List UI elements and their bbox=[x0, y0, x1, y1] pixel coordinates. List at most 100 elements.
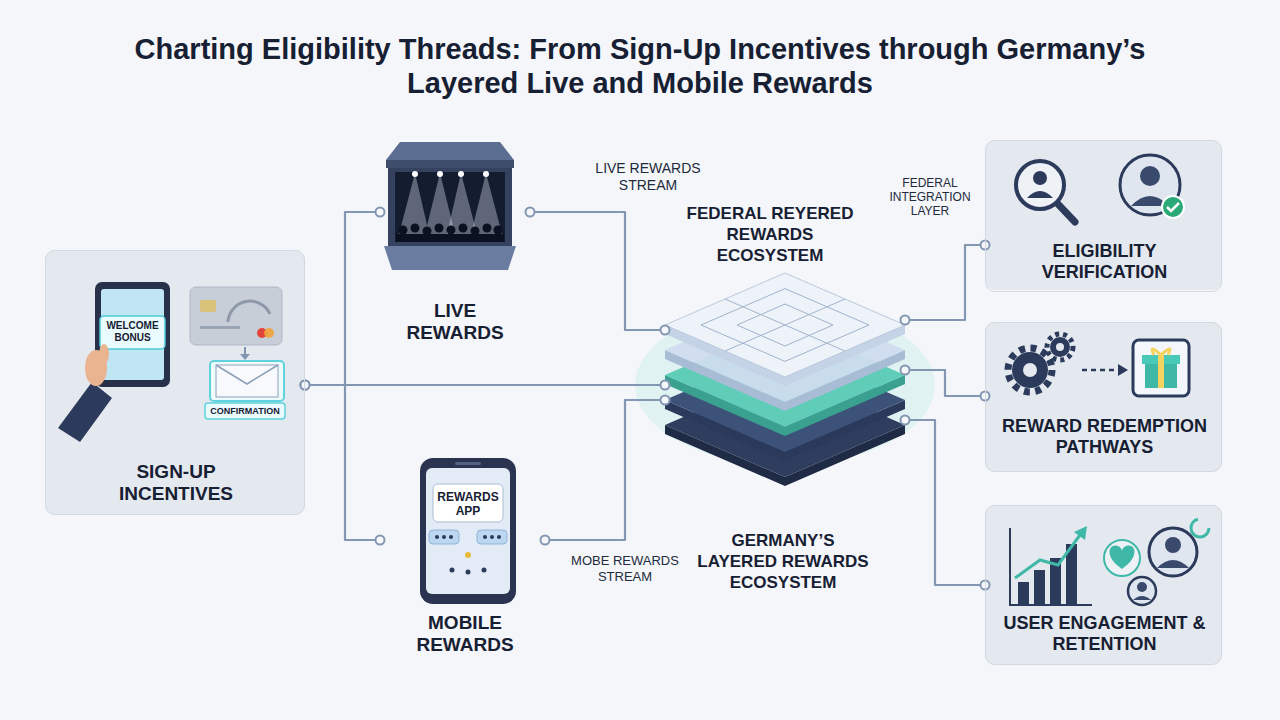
envelope bbox=[216, 365, 278, 397]
connector bbox=[530, 212, 665, 330]
connector-dot bbox=[901, 316, 910, 325]
chart-axis bbox=[1010, 528, 1092, 605]
chat-bubble bbox=[429, 530, 459, 544]
redemption-box: REWARD REDEMPTION PATHWAYS bbox=[985, 322, 1222, 472]
chart-bar bbox=[1018, 582, 1029, 605]
label-wrap: WELCOME BONUS bbox=[100, 320, 165, 344]
magnifier bbox=[1016, 161, 1064, 209]
sleeve bbox=[58, 382, 112, 442]
envelope-flap bbox=[216, 365, 278, 384]
user-badge bbox=[1128, 577, 1156, 605]
crowd-head bbox=[399, 226, 408, 235]
chat-dot bbox=[435, 535, 439, 539]
signup-illustration bbox=[58, 282, 285, 442]
layer-stack bbox=[635, 273, 935, 486]
connector-dot bbox=[901, 366, 910, 375]
credit-card bbox=[190, 287, 282, 345]
heart bbox=[1110, 546, 1135, 569]
incentive-panel: SIGN-UP INCENTIVES bbox=[45, 250, 305, 515]
node-text: USER ENGAGEMENT & RETENTION bbox=[996, 613, 1213, 655]
chat-bubble bbox=[477, 530, 507, 544]
crowd-bodies bbox=[396, 234, 504, 242]
engagement-box: USER ENGAGEMENT & RETENTION bbox=[985, 505, 1222, 665]
connector bbox=[905, 245, 985, 320]
person-body bbox=[1157, 560, 1189, 568]
magnifier-handle bbox=[1057, 203, 1075, 222]
stage-base bbox=[384, 246, 516, 270]
chat-dot bbox=[497, 535, 501, 539]
connector-dot bbox=[301, 381, 310, 390]
tablet-screen bbox=[101, 289, 164, 380]
connector bbox=[305, 385, 380, 540]
connector-dot bbox=[301, 381, 310, 390]
dashed-arrow bbox=[1082, 369, 1118, 372]
stage-frame bbox=[388, 168, 512, 246]
connector-dot bbox=[541, 536, 550, 545]
node-text: MOBILE REWARDS bbox=[400, 612, 530, 656]
trend-arrow bbox=[1074, 526, 1087, 540]
card-chip bbox=[200, 300, 216, 312]
engagement-icons bbox=[1010, 519, 1209, 605]
card-stripe bbox=[200, 326, 240, 329]
crowd-head bbox=[494, 226, 503, 235]
connector bbox=[305, 212, 380, 385]
heart-badge bbox=[1104, 540, 1140, 576]
phone-body bbox=[420, 458, 516, 604]
eligibility-icons bbox=[1016, 155, 1184, 222]
dashed-arrow-head bbox=[1118, 364, 1128, 376]
connector-dot bbox=[301, 381, 310, 390]
gear-teeth bbox=[1047, 334, 1073, 360]
node-text: REWARDS APP bbox=[433, 490, 503, 518]
chat-dot bbox=[449, 535, 453, 539]
app-header bbox=[433, 484, 503, 522]
app-dot bbox=[466, 570, 471, 575]
layer-grid bbox=[701, 289, 869, 362]
crowd-head bbox=[483, 224, 492, 233]
bonus-badge bbox=[100, 316, 165, 349]
diagram-title: Charting Eligibility Threads: From Sign-… bbox=[100, 32, 1180, 100]
spotlight bbox=[412, 171, 418, 177]
connector-label: MOBE REWARDS STREAM bbox=[565, 553, 685, 585]
check-mark bbox=[1167, 203, 1179, 211]
spotlight bbox=[483, 171, 489, 177]
label-wrap: CONFIRMATION bbox=[205, 405, 285, 417]
chat-dot bbox=[483, 535, 487, 539]
panel-fill bbox=[45, 250, 305, 515]
redemption-icons bbox=[1008, 334, 1189, 396]
node-text: REWARD REDEMPTION PATHWAYS bbox=[996, 416, 1213, 458]
panel-fill bbox=[985, 505, 1222, 665]
stage-truss bbox=[386, 160, 514, 168]
connector-dot bbox=[901, 416, 910, 425]
eligibility-box: ELIGIBILITY VERIFICATION bbox=[985, 140, 1222, 292]
person-head bbox=[1165, 537, 1181, 553]
spotlight bbox=[458, 171, 464, 177]
connector-dot bbox=[526, 208, 535, 217]
spotlight bbox=[437, 171, 443, 177]
callout-label: WELCOME BONUS bbox=[100, 320, 165, 344]
person-body bbox=[1133, 596, 1151, 600]
phone-illustration bbox=[420, 458, 516, 604]
chart-bar bbox=[1034, 570, 1045, 605]
layered-stack: FEDERAL REYERED REWARDS ECOSYSTEMGERMANY… bbox=[665, 270, 905, 490]
app-dot bbox=[450, 568, 455, 573]
stage-illustration bbox=[384, 142, 516, 270]
stage-roof bbox=[386, 142, 514, 160]
app-dot bbox=[482, 568, 487, 573]
chat-dot bbox=[490, 535, 494, 539]
crowd-head bbox=[411, 224, 420, 233]
node-text: SIGN-UP INCENTIVES bbox=[91, 461, 261, 505]
label-wrap: MOBE REWARDS STREAM bbox=[565, 553, 685, 585]
light-beam bbox=[470, 173, 503, 238]
person-head bbox=[1033, 171, 1047, 185]
chat-dot bbox=[442, 535, 446, 539]
app-dot bbox=[465, 552, 471, 558]
crowd-head bbox=[435, 224, 444, 233]
connector-dot bbox=[661, 396, 670, 405]
node-text: LIVE REWARDS bbox=[395, 300, 515, 344]
phone-screen bbox=[426, 468, 510, 594]
progress-ring bbox=[1191, 519, 1209, 537]
